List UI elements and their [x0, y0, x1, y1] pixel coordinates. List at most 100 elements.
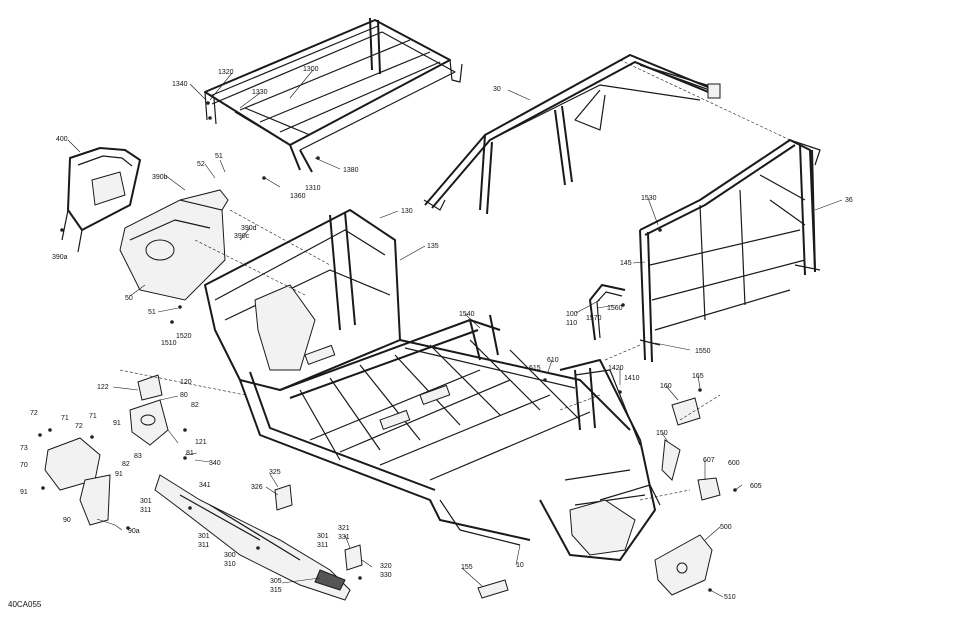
callout: 120 [180, 379, 192, 386]
callout: 321 [338, 525, 350, 532]
callout: 72 [30, 410, 38, 417]
callout: 311 [198, 542, 209, 549]
rear-bracket-160 [661, 397, 701, 481]
callout: 341 [199, 482, 211, 489]
callout: 165 [692, 373, 704, 380]
door-bar-100 [589, 284, 626, 341]
callout: 135 [427, 243, 439, 250]
callout: 1310 [305, 185, 321, 192]
callout: 311 [317, 542, 328, 549]
callout: 1320 [218, 69, 234, 76]
skid-plate-300 [154, 474, 351, 601]
callout: 70 [20, 462, 28, 469]
callout: 600 [728, 460, 740, 467]
callout: 1380 [343, 167, 359, 174]
leader-lines [67, 69, 843, 598]
callout: 1570 [586, 315, 602, 322]
callout: 150 [656, 430, 668, 437]
callout: 80 [180, 392, 188, 399]
callout: 1530 [641, 195, 657, 202]
callout: 1550 [695, 348, 711, 355]
callout: 81 [186, 450, 194, 457]
callout: 301 [198, 533, 210, 540]
callout: 52 [197, 161, 205, 168]
callout: 10 [516, 562, 524, 569]
callout: 390a [52, 254, 68, 261]
callout: 72 [75, 423, 83, 430]
rear-rack-1300 [204, 17, 463, 173]
callout: 305 [270, 578, 282, 585]
callout: 510 [724, 594, 736, 601]
callout: 71 [61, 415, 69, 422]
bracket-120 [137, 374, 163, 401]
callout: 155 [461, 564, 473, 571]
callout: 610 [547, 357, 559, 364]
callout: 121 [195, 439, 207, 446]
callout: 90 [63, 517, 71, 524]
callout: 73 [20, 445, 28, 452]
callout: 1330 [252, 89, 268, 96]
callout-labels: 1340 1320 1330 1300 1380 1310 1360 30 40… [20, 66, 853, 601]
callout: 390b [152, 174, 168, 181]
roll-cage-36 [639, 139, 821, 363]
callout: 1540 [459, 311, 475, 318]
bolt-markers [38, 101, 737, 592]
callout: 36 [845, 197, 853, 204]
callout: 51 [148, 309, 156, 316]
callout: 315 [270, 587, 282, 594]
side-panel-70 [44, 399, 169, 526]
callout: 1340 [172, 81, 188, 88]
callout: 30 [493, 86, 501, 93]
part-155 [477, 579, 509, 599]
mount-320 [344, 544, 363, 571]
callout: 1420 [608, 365, 624, 372]
callout: 91 [115, 471, 123, 478]
mount-325 [274, 484, 293, 511]
callout: 615 [529, 365, 541, 372]
callout: 122 [97, 384, 109, 391]
callout: 1560 [607, 305, 623, 312]
callout: 330 [380, 572, 392, 579]
callout: 130 [401, 208, 413, 215]
callout: 71 [89, 413, 97, 420]
callout: 400 [56, 136, 68, 143]
callout: 320 [380, 563, 392, 570]
hitch-600 [697, 477, 721, 501]
callout: 607 [703, 457, 715, 464]
callout: 110 [566, 320, 577, 327]
callout: 1410 [624, 375, 640, 382]
callout: 90a [128, 528, 140, 535]
callout: 50 [125, 295, 133, 302]
callout: 91 [113, 420, 121, 427]
callout: 301 [317, 533, 329, 540]
callout: 311 [140, 507, 151, 514]
callout: 100 [566, 311, 578, 318]
front-bumper-400 [61, 147, 141, 253]
callout: 325 [269, 469, 281, 476]
callout: 300 [224, 552, 236, 559]
callout: 51 [215, 153, 223, 160]
callout: 82 [191, 402, 199, 409]
callout: 82 [122, 461, 130, 468]
callout: 91 [20, 489, 28, 496]
roof-30 [423, 54, 721, 215]
callout: 500 [720, 524, 732, 531]
callout: 1360 [290, 193, 306, 200]
assembly-guides [119, 59, 791, 501]
callout: 1510 [161, 340, 177, 347]
rear-plate-500 [654, 534, 713, 596]
callout: 331 [338, 534, 350, 541]
callout: 301 [140, 498, 152, 505]
callout: 390d [241, 225, 257, 232]
callout: 326 [251, 484, 263, 491]
callout: 340 [209, 460, 221, 467]
callout: 160 [660, 383, 672, 390]
main-chassis-10 [204, 209, 661, 561]
diagram-code: 40CA055 [8, 600, 42, 609]
callout: 605 [750, 483, 762, 490]
callout: 145 [620, 260, 632, 267]
callout: 1300 [303, 66, 319, 73]
callout: 83 [134, 453, 142, 460]
front-panel-390b [119, 189, 229, 301]
